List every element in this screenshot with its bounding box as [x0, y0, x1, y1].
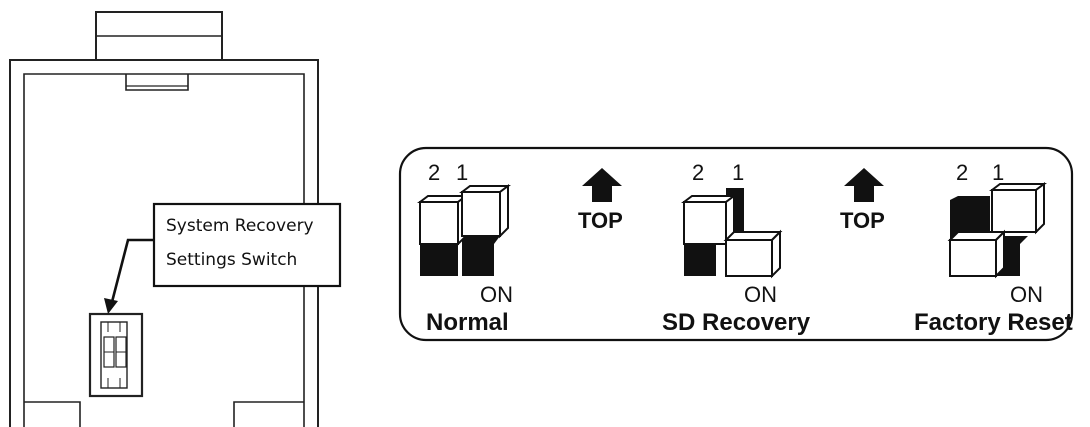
device-dip-switch — [88, 312, 144, 398]
mode-2-on-label: ON — [744, 282, 777, 307]
mode-1-switch-2-number: 2 — [428, 160, 440, 185]
dip-switch-normal — [417, 184, 511, 276]
mode-sd-recovery-label: SD Recovery — [662, 309, 811, 336]
top-label-1: TOP — [578, 208, 623, 233]
top-arrow-icon — [844, 168, 884, 202]
top-arrow-icon — [582, 168, 622, 202]
mode-3-on-label: ON — [1010, 282, 1043, 307]
mode-2-switch-2-number: 2 — [692, 160, 704, 185]
mode-3-switch-1-number: 1 — [992, 160, 1004, 185]
top-label-2: TOP — [840, 208, 885, 233]
mode-normal-label: Normal — [426, 309, 509, 336]
mode-factory-reset-label: Factory Reset — [914, 309, 1073, 336]
callout-line-2: Settings Switch — [166, 250, 298, 270]
callout-line-1: System Recovery — [166, 216, 314, 236]
dip-switch-sd-recovery — [681, 188, 783, 279]
mode-1-switch-1-number: 1 — [456, 160, 468, 185]
mode-1-on-label: ON — [480, 282, 513, 307]
callout-pointer — [104, 202, 342, 314]
mode-2-switch-1-number: 1 — [732, 160, 744, 185]
dip-switch-factory-reset — [947, 182, 1047, 279]
mode-3-switch-2-number: 2 — [956, 160, 968, 185]
